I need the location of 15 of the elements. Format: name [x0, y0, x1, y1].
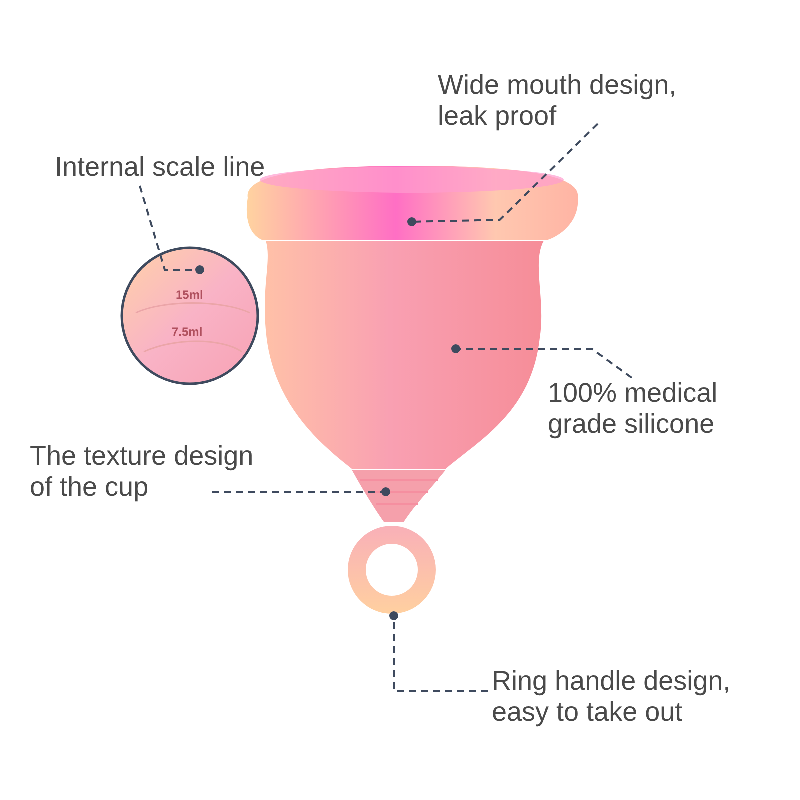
callout-text: The texture design of the cup: [30, 441, 255, 503]
scale-marking: 7.5ml: [172, 325, 203, 339]
ring-handle-drawing: [348, 524, 436, 614]
callout-text: Ring handle design, easy to take out: [492, 666, 732, 728]
leader-line: [390, 612, 488, 692]
leader-line: [452, 344, 633, 379]
callout-text: Wide mouth design, leak proof: [438, 70, 678, 132]
cup-tip-drawing: [352, 470, 446, 522]
magnifier-inset: [120, 246, 260, 386]
scale-marking: 15ml: [176, 288, 204, 302]
leader-line: [408, 123, 599, 226]
leader-line: [212, 488, 390, 496]
leader-line: [139, 186, 204, 274]
callout-text: 100% medical grade silicone: [548, 378, 719, 440]
callout-text: Internal scale line: [55, 152, 266, 183]
